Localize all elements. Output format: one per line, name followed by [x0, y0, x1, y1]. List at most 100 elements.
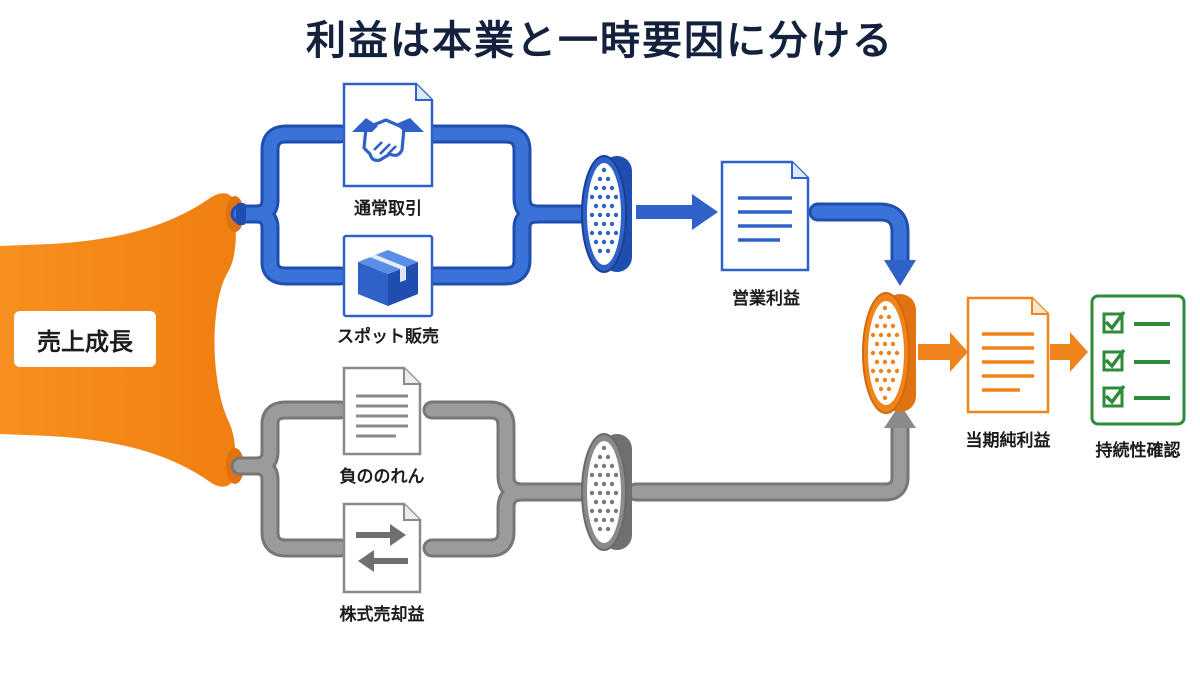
filter-hole: [870, 368, 876, 374]
filter-hole: [597, 194, 603, 200]
filter-hole: [601, 463, 607, 469]
filter-hole: [894, 332, 900, 338]
filter-hole: [593, 481, 599, 487]
filter-hole: [601, 203, 607, 209]
one-time-up-arrowhead: [884, 404, 916, 428]
filter-hole: [609, 481, 615, 487]
document-icon: [356, 394, 408, 438]
checklist-icon: [1102, 310, 1170, 408]
filter-hole: [870, 350, 876, 356]
filter-hole: [593, 499, 599, 505]
exchange-arrows-icon: [356, 524, 408, 572]
filter-hole: [878, 350, 884, 356]
sustainability-label: 持続性確認: [1095, 441, 1181, 461]
filter-hole: [597, 508, 603, 514]
filter-hole: [886, 332, 892, 338]
one-time-filter: [581, 433, 632, 551]
core-item-label-1: 通常取引: [354, 199, 422, 219]
filter-hole: [593, 221, 599, 227]
filter-hole: [589, 472, 595, 478]
filter-hole: [593, 203, 599, 209]
filter-hole: [601, 167, 607, 173]
document-icon: [738, 196, 792, 242]
filter-hole: [605, 248, 611, 254]
filter-hole: [894, 350, 900, 356]
one-time-item-label-2: 株式売却益: [339, 605, 425, 625]
filter-hole: [894, 368, 900, 374]
filter-hole: [890, 377, 896, 383]
filter-hole: [613, 194, 619, 200]
one-time-pipes: [230, 400, 910, 558]
filter-hole: [613, 230, 619, 236]
filter-hole: [613, 212, 619, 218]
filter-hole: [597, 490, 603, 496]
filter-hole: [605, 176, 611, 182]
net-arrow-2: [1050, 332, 1088, 372]
sustainability-checklist: [1090, 294, 1186, 426]
filter-hole: [890, 323, 896, 329]
filter-hole: [593, 185, 599, 191]
filter-hole: [882, 377, 888, 383]
filter-hole: [593, 239, 599, 245]
filter-hole: [605, 508, 611, 514]
core-pipes: [230, 124, 910, 286]
document-icon: [982, 332, 1034, 392]
filter-hole: [609, 463, 615, 469]
filter-hole: [886, 368, 892, 374]
box-card: [342, 234, 434, 318]
filter-hole: [882, 305, 888, 311]
filter-hole: [613, 490, 619, 496]
filter-hole: [878, 314, 884, 320]
filter-hole: [589, 194, 595, 200]
one-time-item-label-1: 負ののれん: [339, 467, 425, 487]
filter-hole: [886, 350, 892, 356]
filter-hole: [601, 221, 607, 227]
filter-hole: [601, 185, 607, 191]
filter-hole: [882, 341, 888, 347]
filter-hole: [874, 341, 880, 347]
operating-profit-document: [720, 160, 810, 272]
filter-hole: [589, 508, 595, 514]
filter-hole: [597, 454, 603, 460]
filter-hole: [589, 230, 595, 236]
filter-hole: [609, 221, 615, 227]
filter-hole: [886, 314, 892, 320]
filter-hole: [609, 517, 615, 523]
filter-hole: [601, 445, 607, 451]
filter-hole: [605, 212, 611, 218]
filter-hole: [597, 526, 603, 532]
source-label: 売上成長: [14, 311, 156, 367]
filter-hole: [609, 203, 615, 209]
filter-hole: [605, 526, 611, 532]
filter-hole: [890, 341, 896, 347]
filter-hole: [601, 499, 607, 505]
filter-hole: [609, 185, 615, 191]
operating-profit-label: 営業利益: [732, 289, 800, 309]
filter-hole: [589, 490, 595, 496]
filter-hole: [878, 368, 884, 374]
filter-hole: [593, 517, 599, 523]
core-down-arrowhead: [884, 260, 916, 286]
filter-hole: [605, 454, 611, 460]
filter-hole: [597, 212, 603, 218]
filter-hole: [613, 508, 619, 514]
filter-hole: [882, 395, 888, 401]
filter-hole: [605, 230, 611, 236]
filter-hole: [609, 499, 615, 505]
filter-hole: [870, 332, 876, 338]
filter-hole: [605, 472, 611, 478]
filter-hole: [597, 176, 603, 182]
filter-hole: [601, 239, 607, 245]
filter-hole: [609, 239, 615, 245]
filter-hole: [605, 194, 611, 200]
filter-hole: [878, 332, 884, 338]
net-income-label: 当期純利益: [965, 431, 1051, 451]
filter-hole: [886, 386, 892, 392]
filter-hole: [597, 472, 603, 478]
page-title: 利益は本業と一時要因に分ける: [306, 18, 894, 64]
core-filter: [581, 155, 632, 273]
core-arrow: [636, 194, 718, 230]
filter-hole: [605, 490, 611, 496]
filter-hole: [597, 230, 603, 236]
net-filter: [862, 292, 916, 414]
